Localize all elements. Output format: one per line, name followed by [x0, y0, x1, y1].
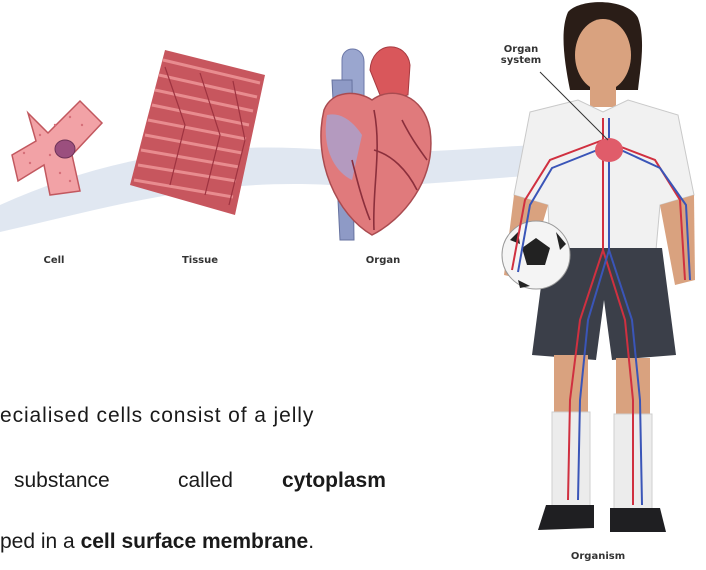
paragraph-line-3-start: ped in a	[0, 530, 81, 553]
label-organism: Organism	[558, 551, 638, 562]
paragraph-word-called: called	[178, 469, 233, 493]
paragraph-line-3-end: .	[308, 530, 314, 553]
paragraph-term-cell-surface-membrane: cell surface membrane	[81, 530, 309, 553]
paragraph-line-1: ecialised cells consist of a jelly	[0, 404, 400, 428]
paragraph-word-substance: substance	[14, 469, 110, 493]
paragraph-term-cytoplasm: cytoplasm	[282, 469, 386, 493]
paragraph-line-3: ped in a cell surface membrane.	[0, 530, 314, 554]
